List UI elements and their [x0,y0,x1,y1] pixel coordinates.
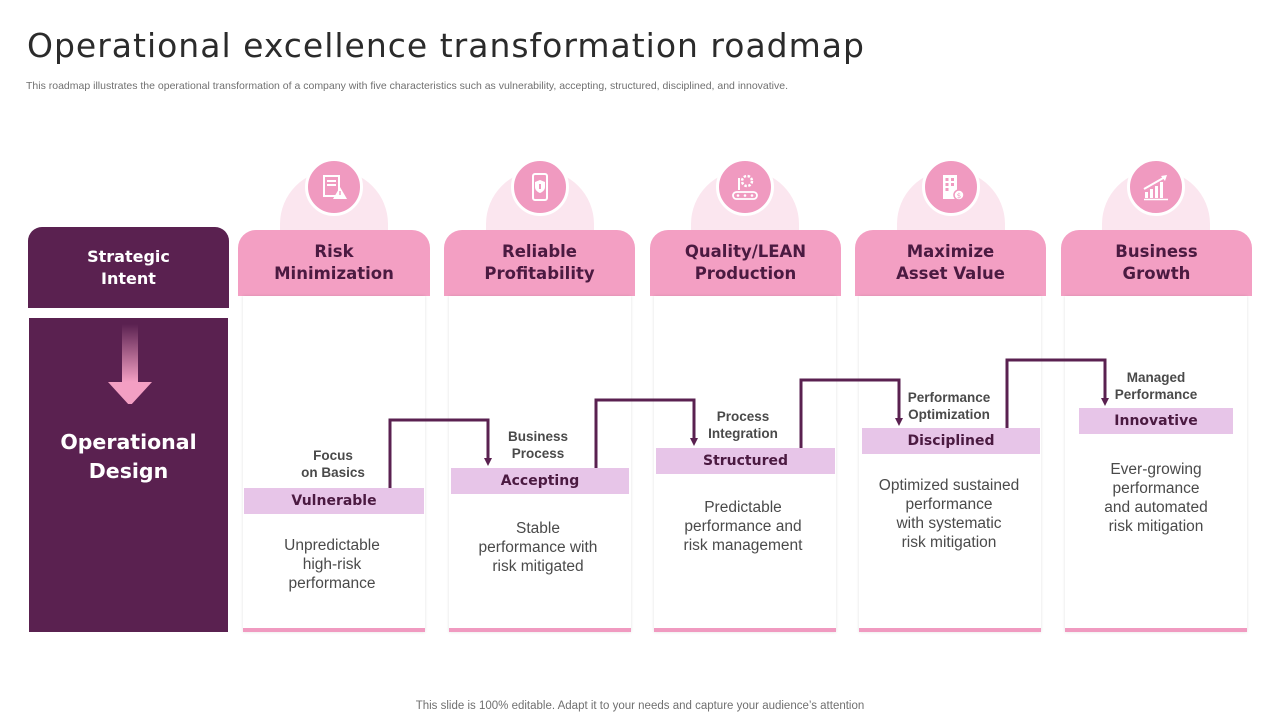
column-body [859,296,1041,632]
stage-description: Optimized sustained performance with sys… [878,477,1020,551]
stage-description: Unpredictable high-risk performance [284,537,380,592]
column-body [1065,296,1247,632]
stage-structured: Structured [656,448,835,474]
step-label: Focus on Basics [301,448,365,480]
column-body [243,296,425,632]
step-label: Managed Performance [1114,370,1198,402]
stage-accepting: Accepting [451,468,629,494]
down-arrow-icon [108,324,152,404]
connector-arrow [388,418,492,488]
checklist-warning-icon [305,158,363,216]
stage-vulnerable: Vulnerable [244,488,424,514]
page-title: Operational excellence transformation ro… [27,26,865,65]
footer-note: This slide is 100% editable. Adapt it to… [415,700,865,712]
step-label: Process Integration [708,409,778,441]
strategic-intent-label: Strategic Intent [28,227,229,308]
operational-design-panel: Operational Design [29,318,228,632]
column-body [449,296,631,632]
header-risk-minimization: Risk Minimization [238,230,430,296]
connector-arrow [1005,358,1109,428]
svg-text:$: $ [957,192,961,200]
strategic-intent-text: Strategic Intent [87,246,170,288]
step-label: Performance Optimization [907,390,991,422]
stage-description: Ever-growing performance and automated r… [1104,461,1208,535]
step-label: Business Process [507,429,569,461]
header-business-growth: Business Growth [1061,230,1252,296]
connector-arrow [799,378,903,448]
stage-innovative: Innovative [1079,408,1233,434]
conveyor-gear-icon [716,158,774,216]
connector-arrow [594,398,698,468]
header-quality-lean-production: Quality/LEAN Production [650,230,841,296]
stage-description: Stable performance with risk mitigated [478,520,598,575]
growth-chart-icon [1127,158,1185,216]
operational-design-text: Operational Design [60,430,197,483]
stage-description: Predictable performance and risk managem… [683,499,803,554]
page-subtitle: This roadmap illustrates the operational… [26,80,789,92]
header-reliable-profitability: Reliable Profitability [444,230,635,296]
stage-disciplined: Disciplined [862,428,1040,454]
mobile-security-icon [511,158,569,216]
header-maximize-asset-value: Maximize Asset Value [855,230,1046,296]
building-dollar-icon: $ [922,158,980,216]
